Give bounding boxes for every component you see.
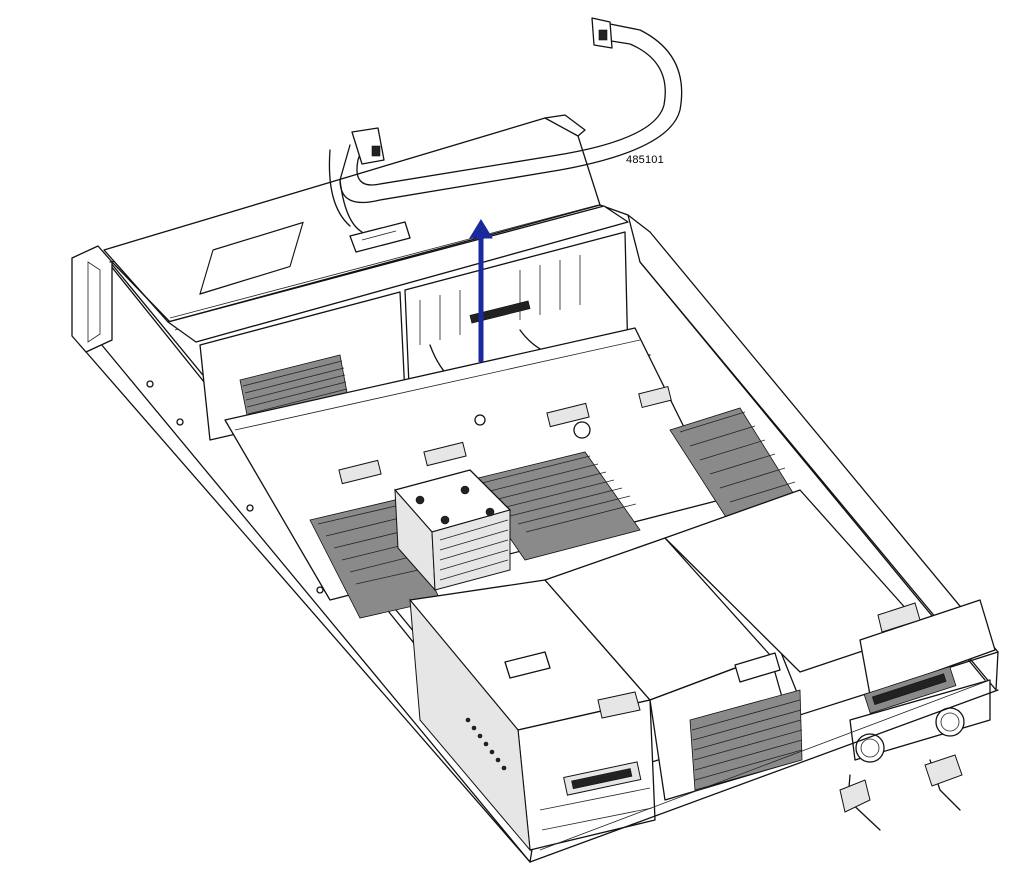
rear-panel: [146, 380, 999, 863]
riser-cage-right: [664, 489, 996, 714]
cpu-heatsink: [394, 469, 511, 592]
power-supplies: [839, 679, 991, 831]
riser-cage-center: [544, 537, 803, 801]
figure-id-label: 485101: [626, 154, 664, 166]
pcie-slots-rear: [419, 255, 581, 345]
motherboard: [224, 327, 811, 619]
pcie-card-stack: [689, 689, 803, 791]
cable-harness: [328, 17, 841, 701]
riser-cage-left: [409, 579, 656, 852]
connectors-mid: [338, 385, 672, 485]
lift-direction-arrow: [469, 219, 493, 362]
vent-holes: [465, 717, 507, 771]
